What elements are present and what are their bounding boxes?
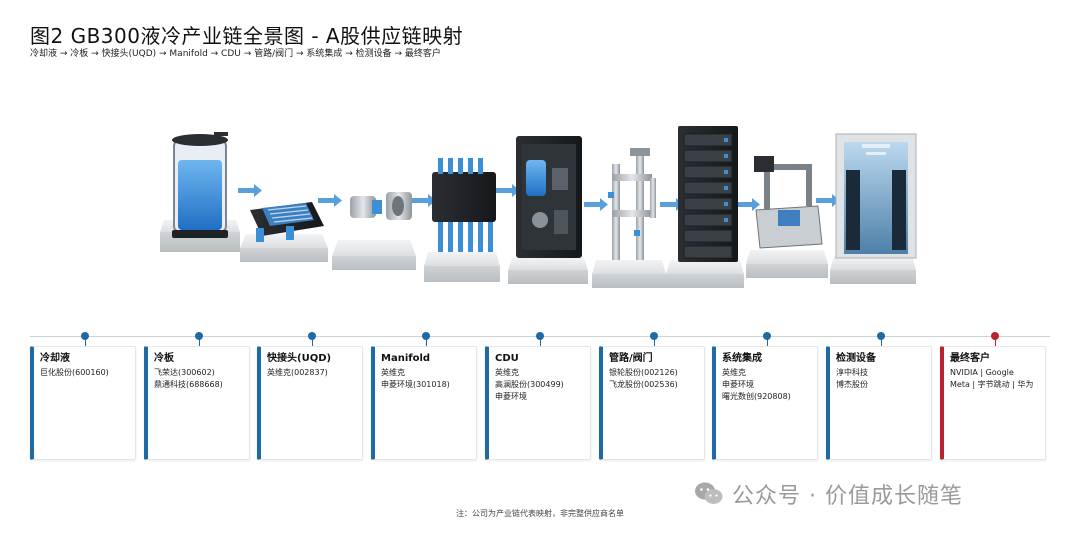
timeline-pin: [877, 332, 885, 340]
stage-card: 快接头(UQD) 英维克(002837): [257, 346, 363, 460]
watermark-text: 公众号 · 价值成长随笔: [732, 484, 963, 509]
stage-company: 申菱环境: [495, 392, 527, 401]
stage-card: CDU 英维克高澜股份(300499) 申菱环境: [485, 346, 591, 460]
page-title: 图2 GB300液冷产业链全景图 - A股供应链映射: [30, 24, 464, 48]
timeline-pin: [991, 332, 999, 340]
stage-title: 冷却液: [40, 353, 70, 364]
stage-company: 英维克: [495, 368, 519, 377]
stage-company: 英维克: [381, 368, 405, 377]
stage-company: 申菱环境(301018): [381, 380, 450, 389]
stage-card: 冷板飞荣达(300602) 鼎通科技(688668): [144, 346, 250, 460]
timeline-connector: [84, 338, 86, 346]
stage-company: 巨化股份(600160): [40, 368, 109, 377]
timeline-connector: [766, 338, 768, 346]
timeline-pin: [650, 332, 658, 340]
cdu-icon: [508, 136, 588, 284]
manifold-icon: [424, 158, 500, 282]
stage-card: 系统集成英维克申菱环境曙光数创(920808): [712, 346, 818, 460]
stage-title: 系统集成: [722, 353, 762, 364]
timeline-pin: [308, 332, 316, 340]
chain-subtitle: 冷却液 → 冷板 → 快接头(UQD) → Manifold → CDU → 管…: [30, 49, 441, 59]
stage-company: 英维克: [722, 368, 746, 377]
timeline-pin: [536, 332, 544, 340]
timeline-connector: [653, 338, 655, 346]
stage-title: 管路/阀门: [609, 353, 653, 364]
watermark: 公众号 · 价值成长随笔: [694, 478, 963, 510]
stage-company: 博杰股份: [836, 380, 868, 389]
timeline-connector: [311, 338, 313, 346]
stage-company: 高澜股份(300499): [495, 380, 564, 389]
stage-title: 最终客户: [950, 353, 990, 364]
stage-company: Meta | 字节跳动 | 华为: [950, 380, 1034, 389]
stage-title: 快接头(UQD): [267, 353, 332, 364]
stage-card: 检测设备淳中科技博杰股份: [826, 346, 932, 460]
footnote: 注：公司为产业链代表映射，非完整供应商名单: [456, 509, 624, 518]
timeline-connector: [880, 338, 882, 346]
pipes-valves-icon: [592, 148, 666, 288]
stage-title: CDU: [495, 353, 519, 364]
stage-company: 淳中科技: [836, 368, 868, 377]
supply-chain-illustration: [160, 126, 917, 288]
stage-title: 检测设备: [836, 353, 876, 364]
stage-card: 冷却液巨化股份(600160): [30, 346, 136, 460]
test-equipment-icon: [746, 156, 828, 278]
coolant-tank-icon: [160, 132, 240, 252]
data-center-icon: [830, 133, 917, 284]
stage-company: 申菱环境: [722, 380, 754, 389]
server-rack-icon: [666, 126, 744, 288]
stage-company: 英维克(002837): [267, 368, 328, 377]
stage-company: 飞荣达(300602): [154, 368, 215, 377]
cold-plate-icon: [240, 202, 328, 262]
wechat-icon: [695, 482, 723, 504]
stage-company: 银轮股份(002126): [609, 368, 678, 377]
stage-company: NVIDIA | Google: [950, 368, 1014, 377]
timeline-pin: [195, 332, 203, 340]
timeline-pin: [422, 332, 430, 340]
timeline-connector: [425, 338, 427, 346]
timeline-pin: [81, 332, 89, 340]
stage-company: 飞龙股份(002536): [609, 380, 678, 389]
stage-company: 鼎通科技(688668): [154, 380, 223, 389]
stage-title: Manifold: [381, 353, 431, 364]
timeline-pin: [763, 332, 771, 340]
stage-card: Manifold 英维克申菱环境(301018): [371, 346, 477, 460]
stage-company: 曙光数创(920808): [722, 392, 791, 401]
timeline-connector: [539, 338, 541, 346]
stage-title: 冷板: [154, 353, 174, 364]
timeline-connector: [994, 338, 996, 346]
stage-card: 管路/阀门银轮股份(002126) 飞龙股份(002536): [599, 346, 705, 460]
quick-connector-icon: [332, 192, 416, 270]
timeline-connector: [198, 338, 200, 346]
